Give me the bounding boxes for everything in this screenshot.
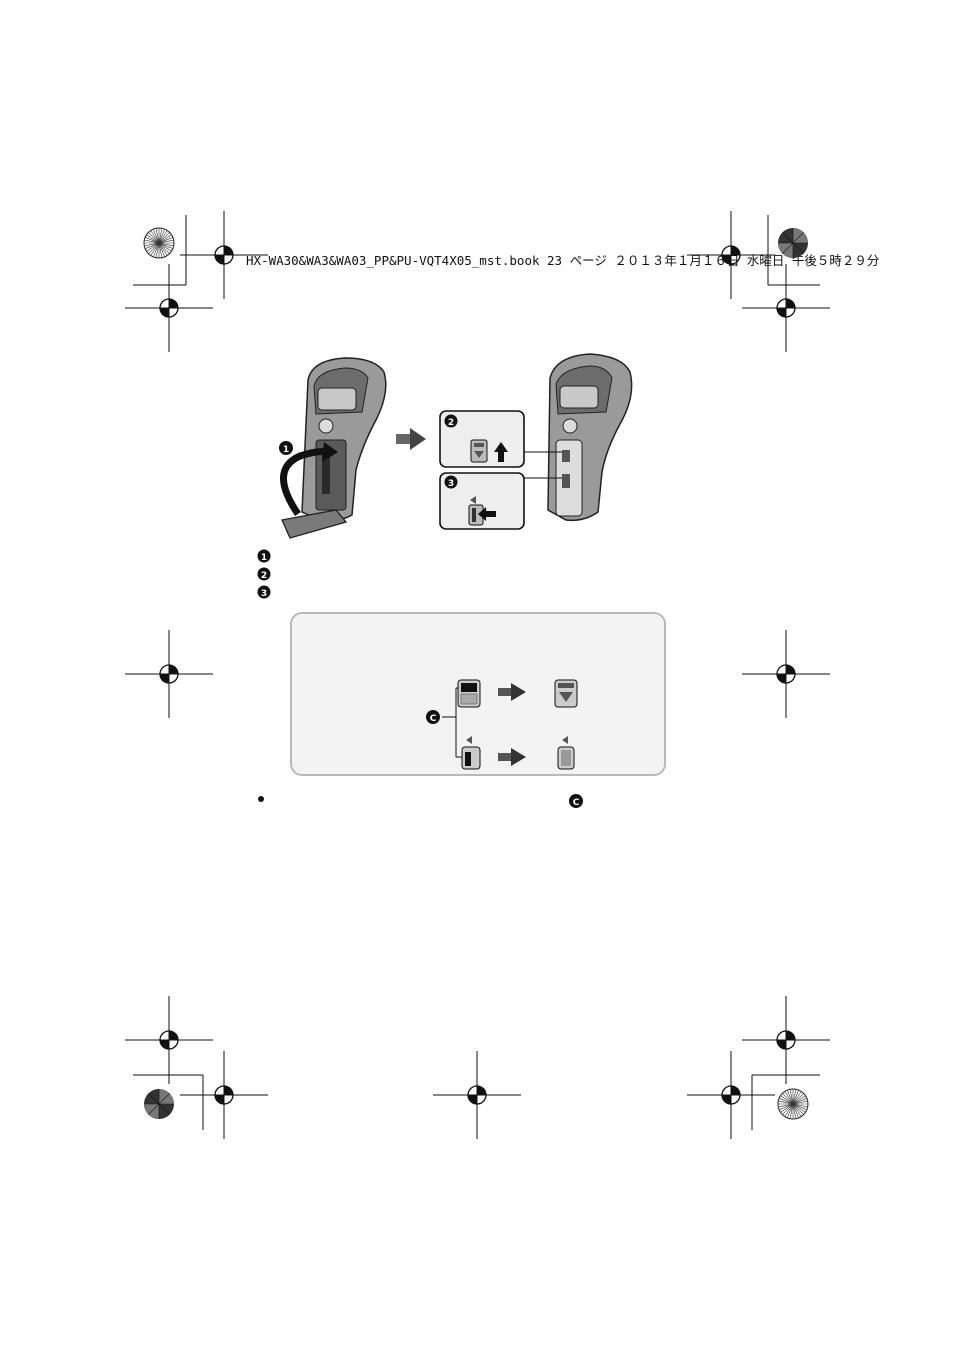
camera-open-door (280, 357, 387, 539)
step-marker-1: 1 (279, 441, 293, 455)
camera-closed-door (547, 353, 633, 522)
bullet-dot (258, 796, 264, 802)
step-3-icon: 3 (257, 585, 271, 599)
svg-text:3: 3 (448, 479, 454, 489)
step-1-icon: 1 (257, 549, 271, 563)
arrow-right-icon (498, 683, 526, 701)
step-2-icon: 2 (257, 567, 271, 581)
svg-text:2: 2 (448, 418, 454, 428)
svg-text:C: C (430, 714, 437, 724)
callout-c-marker: C (426, 710, 440, 724)
inset-panel-step-3: 3 (439, 472, 562, 530)
legend-item-2: 2 (257, 566, 271, 585)
lock-switch-locked-icon (554, 679, 578, 708)
callout-c-marker-bullet: C (569, 794, 583, 808)
lock-slider-open-icon (461, 736, 481, 770)
lock-switch-unlocked-icon (457, 679, 481, 708)
svg-text:1: 1 (283, 445, 289, 455)
svg-text:2: 2 (261, 571, 267, 581)
arrow-right-icon-2 (498, 748, 526, 766)
print-header: HX-WA30&WA3&WA03_PP&PU-VQT4X05_mst.book … (246, 253, 880, 268)
svg-text:C: C (573, 798, 580, 808)
inset-panel-step-2: 2 (439, 410, 562, 468)
lock-slider-closed-icon (557, 736, 575, 770)
svg-text:3: 3 (261, 589, 267, 599)
transition-arrow-icon (396, 428, 426, 450)
svg-text:1: 1 (261, 553, 267, 563)
legend-item-3: 3 (257, 584, 271, 603)
legend-item-1: 1 (257, 548, 271, 567)
